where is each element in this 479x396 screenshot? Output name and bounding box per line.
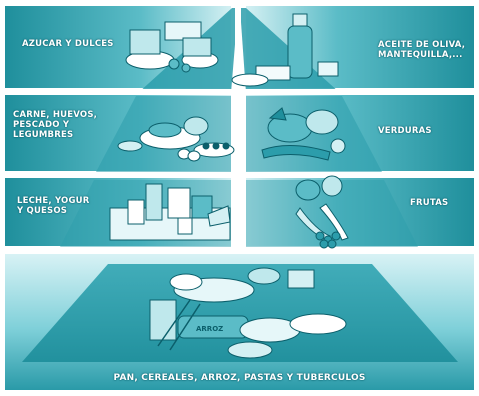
label-azucar-dulces: AZUCAR Y DULCES [22,39,114,49]
label-pan-cereales: PAN, CEREALES, ARROZ, PASTAS Y TUBERCULO… [0,373,479,383]
label-aceite-mantequilla: ACEITE DE OLIVA, MANTEQUILLA,... [378,40,465,60]
svg-text:ARROZ: ARROZ [196,325,223,333]
label-leche-quesos: LECHE, YOGUR Y QUESOS [17,196,89,216]
label-carne-huevos: CARNE, HUEVOS, PESCADO Y LEGUMBRES [13,110,97,140]
label-verduras: VERDURAS [378,126,432,136]
label-frutas: FRUTAS [410,198,448,208]
